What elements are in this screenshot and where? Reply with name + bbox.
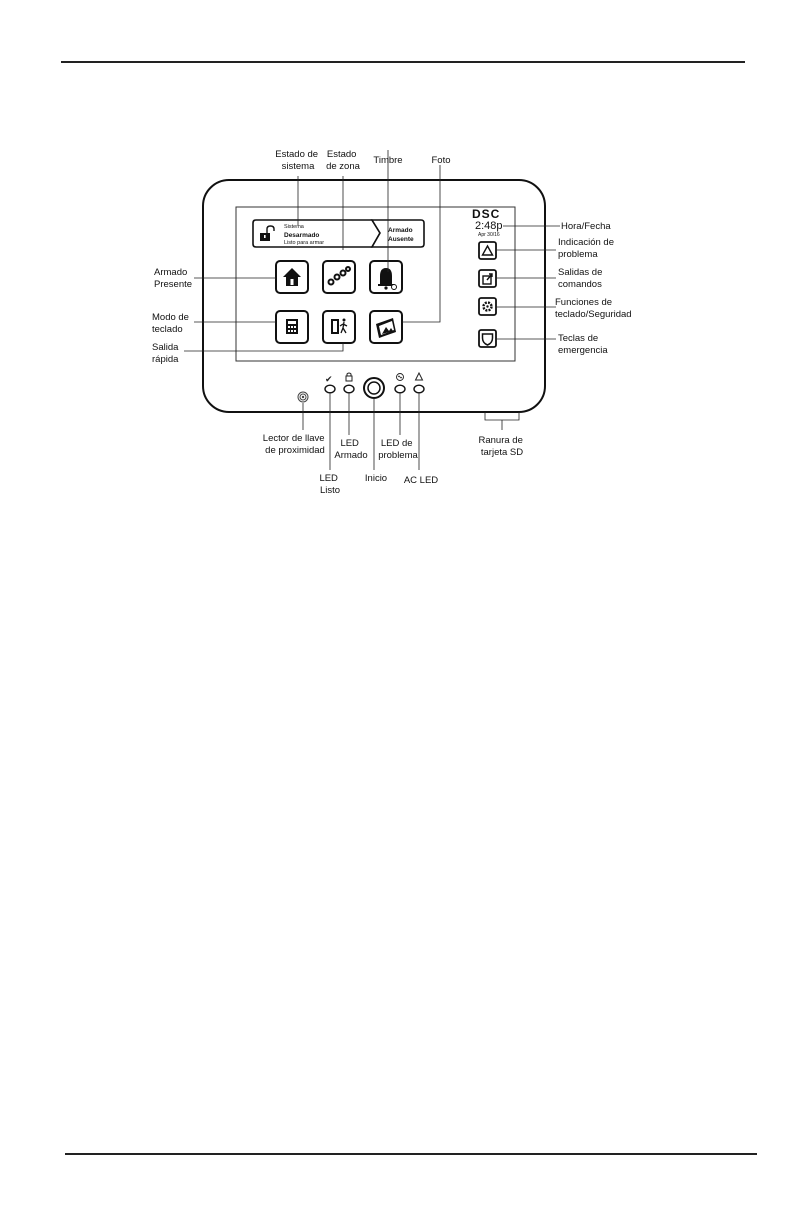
armed-lock-icon <box>345 372 353 382</box>
status-line-3: Listo para armar <box>284 240 324 246</box>
trouble-button[interactable] <box>478 241 497 260</box>
stay-arm-button[interactable] <box>275 260 309 294</box>
keypad-mode-button[interactable] <box>275 310 309 344</box>
photo-icon <box>376 318 396 338</box>
ac-led <box>413 384 425 394</box>
label-ranura-sd: Ranura de tarjeta SD <box>478 435 525 458</box>
status-line-2: Desarmado <box>284 232 319 239</box>
label-led-listo: LED Listo <box>319 473 340 496</box>
label-led-problema: LED de problema <box>378 438 418 461</box>
label-salidas-comandos: Salidas de comandos <box>558 267 605 290</box>
label-funciones-teclado: Funciones de teclado/Seguridad <box>555 297 632 320</box>
label-estado-zona: Estado de zona <box>326 149 361 172</box>
away-label-1: Armado <box>388 227 413 234</box>
label-timbre: Timbre <box>373 155 402 166</box>
label-led-armado: LED Armado <box>334 438 367 461</box>
away-label-2: Ausente <box>388 236 414 243</box>
quick-exit-icon <box>331 318 348 334</box>
proximity-icon <box>297 391 309 403</box>
label-ac-led: AC LED <box>404 475 438 486</box>
trouble-led <box>394 384 406 394</box>
padlock-open-icon <box>260 225 275 241</box>
armed-led <box>343 384 355 394</box>
keypad-icon <box>286 319 298 334</box>
ready-led <box>324 384 336 394</box>
zone-status-button[interactable] <box>322 260 356 294</box>
emergency-keys-button[interactable] <box>478 329 497 348</box>
bottom-rule <box>65 1153 757 1155</box>
label-estado-sistema: Estado de sistema <box>275 149 320 172</box>
warning-icon <box>481 244 494 256</box>
time-readout: 2:48p <box>475 220 503 232</box>
keypad-functions-button[interactable] <box>478 297 497 316</box>
output-icon <box>482 273 493 285</box>
chime-button[interactable] <box>369 260 403 294</box>
photo-button[interactable] <box>369 310 403 344</box>
status-line-1: Sistema <box>284 224 305 230</box>
label-salida-rapida: Salida rápida <box>152 342 181 365</box>
label-lector-llave: Lector de llave de proximidad <box>263 433 327 456</box>
command-outputs-button[interactable] <box>478 269 497 288</box>
home-icon <box>283 268 301 286</box>
label-inicio: Inicio <box>365 473 387 484</box>
gear-icon <box>482 301 493 312</box>
label-foto: Foto <box>431 155 450 166</box>
bell-icon <box>378 268 397 290</box>
date-readout: Apr 30/16 <box>478 232 500 238</box>
top-rule <box>61 61 745 63</box>
home-key[interactable] <box>363 377 385 399</box>
ac-warning-icon <box>414 371 424 381</box>
label-indicacion-problema: Indicación de problema <box>558 237 617 260</box>
label-teclas-emergencia: Teclas de emergencia <box>558 333 608 356</box>
brand-logo: DSC <box>472 207 500 221</box>
zones-icon <box>327 266 351 286</box>
quick-exit-button[interactable] <box>322 310 356 344</box>
label-modo-teclado: Modo de teclado <box>152 312 192 335</box>
label-armado-presente: Armado Presente <box>154 267 192 290</box>
shield-icon <box>481 333 494 346</box>
trouble-led-icon <box>396 373 404 381</box>
label-hora-fecha: Hora/Fecha <box>561 221 611 232</box>
system-status-bar[interactable] <box>252 219 425 248</box>
ready-check-icon: ✔ <box>325 375 333 385</box>
